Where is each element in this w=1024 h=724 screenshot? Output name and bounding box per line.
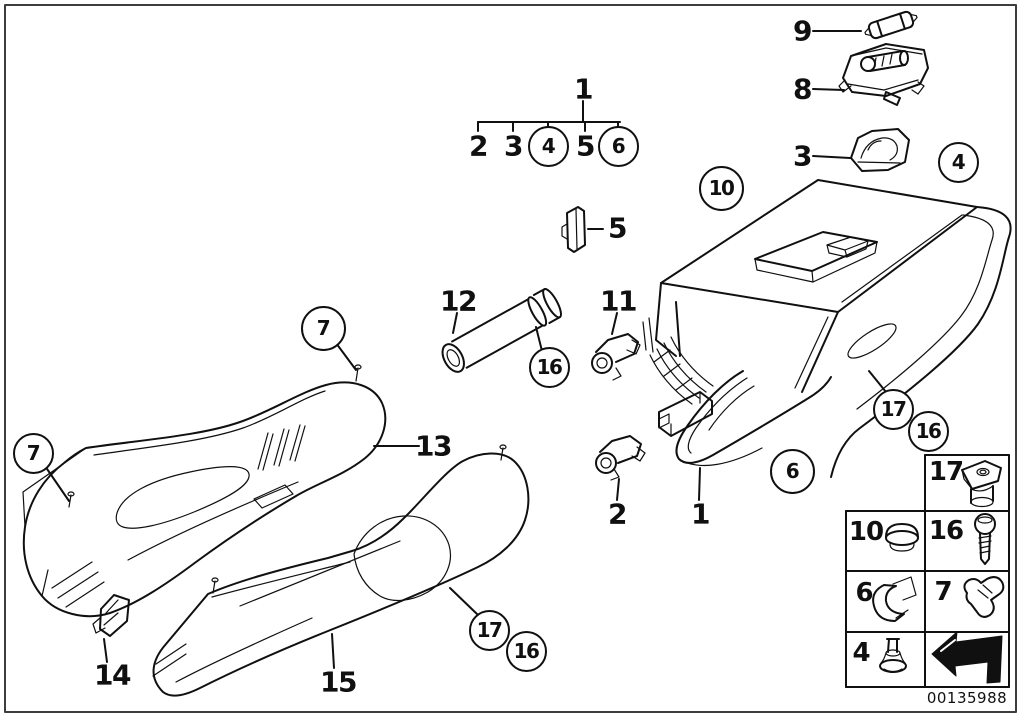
mounting-clip-3-drawing — [850, 128, 910, 172]
callout-2-top[interactable]: 2 — [469, 129, 488, 163]
blanking-cap-14-drawing — [92, 594, 130, 637]
direction-arrow-icon[interactable] — [931, 631, 1003, 684]
festoon-bulb-drawing — [864, 10, 918, 40]
circled-callout-4-top[interactable]: 4 — [527, 125, 569, 167]
callout-14-cap[interactable]: 14 — [94, 658, 131, 692]
drawing-number: 00135988 — [926, 689, 1008, 707]
circled-callout-17-lower[interactable]: 17 — [468, 609, 510, 651]
legend-number-10: 10 — [848, 517, 884, 547]
callout-5-top[interactable]: 5 — [576, 129, 595, 163]
circled-callout-16-lower[interactable]: 16 — [505, 630, 547, 672]
damper-tube-drawing — [441, 287, 562, 373]
grommet-plug-icon — [879, 638, 907, 673]
glovebox-housing-drawing — [642, 179, 1012, 478]
callout-3-clip[interactable]: 3 — [793, 139, 812, 173]
leader-lines — [44, 30, 887, 669]
bulb-socket-2-drawing — [595, 435, 646, 481]
callout-11-socket[interactable]: 11 — [600, 284, 637, 318]
callout-1-assembly[interactable]: 1 — [574, 72, 593, 106]
circled-callout-10[interactable]: 10 — [698, 165, 744, 211]
legend-number-6: 6 — [855, 578, 873, 608]
callout-9-bulb[interactable]: 9 — [793, 14, 812, 48]
bulb-socket-11-drawing — [591, 333, 641, 381]
legend-number-4: 4 — [852, 638, 870, 668]
circled-callout-6-door[interactable]: 6 — [769, 448, 815, 494]
circled-callout-16-tube[interactable]: 16 — [528, 346, 570, 388]
cover-clip-5-drawing — [561, 206, 586, 253]
callout-2-socket[interactable]: 2 — [608, 497, 627, 531]
legend-number-7: 7 — [934, 577, 952, 607]
legend-table-grid — [845, 454, 1010, 688]
circled-callout-7-top[interactable]: 7 — [300, 305, 346, 351]
legend-number-17: 17 — [928, 457, 964, 487]
clip-nut-sleeve-icon — [961, 460, 1002, 508]
callout-8-lock[interactable]: 8 — [793, 72, 812, 106]
spring-clip-icon — [872, 576, 917, 622]
upper-trim-panel-13-drawing — [22, 364, 387, 618]
expanding-rivet-icon — [963, 576, 1005, 618]
diagram-frame-border — [4, 4, 1017, 713]
callout-3-top[interactable]: 3 — [504, 129, 523, 163]
callout-1-door[interactable]: 1 — [691, 497, 710, 531]
legend-number-16: 16 — [928, 516, 964, 546]
circled-callout-7-left[interactable]: 7 — [12, 432, 54, 474]
circled-callout-6-top[interactable]: 6 — [597, 125, 639, 167]
lock-light-unit-drawing — [838, 43, 929, 106]
circled-callout-16-right[interactable]: 16 — [907, 410, 949, 452]
screw-icon — [974, 513, 996, 565]
cover-plug-icon — [885, 523, 919, 552]
circled-callout-4-right[interactable]: 4 — [937, 141, 979, 183]
callout-13-panel[interactable]: 13 — [415, 429, 452, 463]
lower-trim-panel-15-drawing — [152, 444, 530, 697]
callout-12-tube[interactable]: 12 — [440, 284, 477, 318]
glovebox-door-drawing — [675, 370, 832, 466]
callout-5-clip[interactable]: 5 — [608, 211, 627, 245]
callout-15-panel[interactable]: 15 — [320, 665, 357, 699]
circled-callout-17-right[interactable]: 17 — [872, 388, 914, 430]
